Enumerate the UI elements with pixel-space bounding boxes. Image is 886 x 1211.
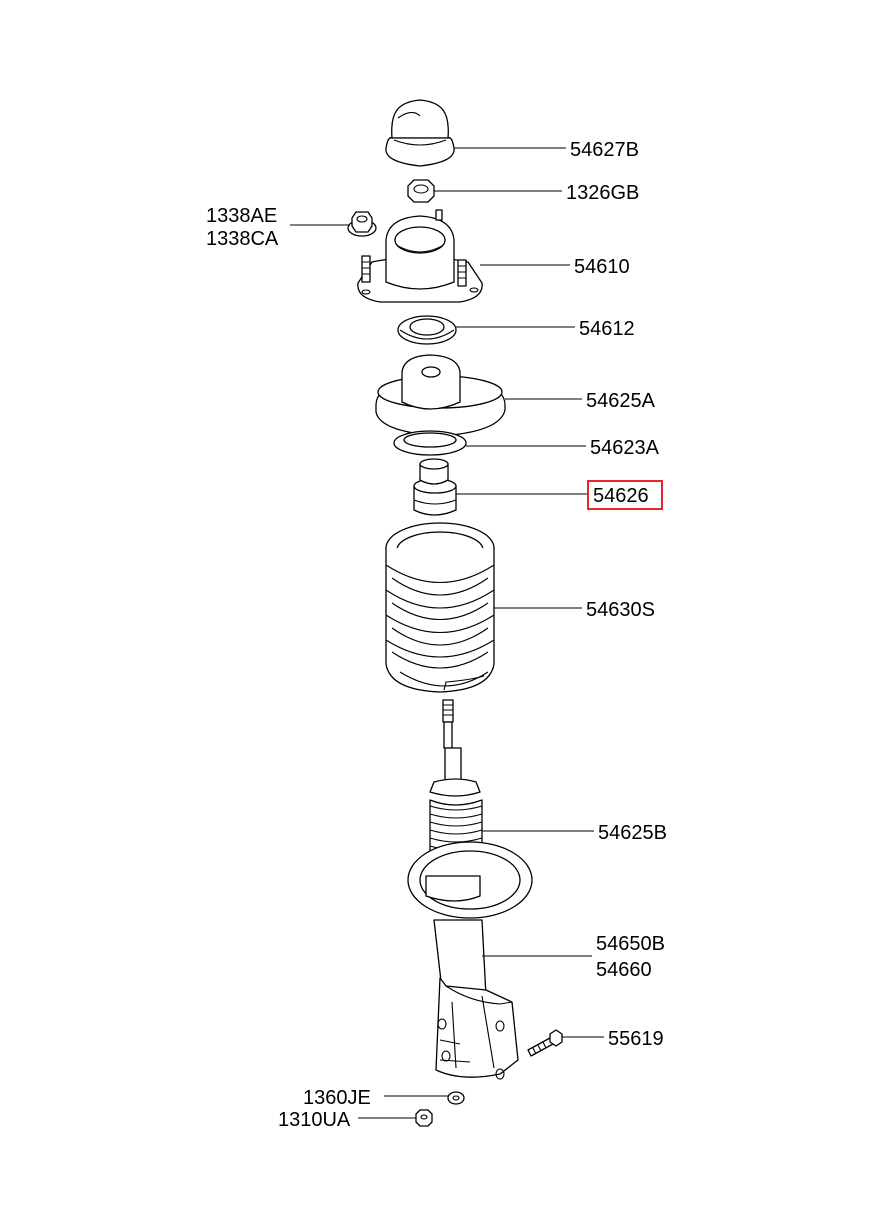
washer-part[interactable] (447, 1091, 465, 1105)
strut-mount-part[interactable] (357, 209, 483, 303)
spring-pad-part[interactable] (393, 430, 467, 456)
bump-stopper-part[interactable] (413, 458, 457, 516)
label-54610[interactable]: 54610 (574, 256, 630, 278)
label-54625A[interactable]: 54625A (586, 390, 656, 412)
piston-rod-part[interactable] (442, 699, 462, 783)
strut-assembly-part[interactable] (407, 841, 533, 1080)
top-nut-part[interactable] (407, 179, 435, 203)
dust-cap-part[interactable] (385, 99, 455, 167)
label-1338CA[interactable]: 1338CA (206, 228, 279, 250)
part-labels: 54627B 1326GB 1338AE 1338CA 54610 54612 … (206, 139, 667, 1131)
label-1338AE[interactable]: 1338AE (206, 205, 277, 227)
label-54625B[interactable]: 54625B (598, 822, 667, 844)
label-54650B[interactable]: 54650B (596, 933, 665, 955)
bolt-part[interactable] (527, 1029, 563, 1057)
highlight-box (587, 480, 663, 510)
label-55619[interactable]: 55619 (608, 1028, 664, 1050)
leader-lines (290, 147, 604, 1119)
label-54627B[interactable]: 54627B (570, 139, 639, 161)
spring-upper-seat-part[interactable] (375, 354, 506, 437)
lower-nut-part[interactable] (415, 1109, 433, 1127)
label-54612[interactable]: 54612 (579, 318, 635, 340)
label-1310UA[interactable]: 1310UA (278, 1109, 351, 1131)
label-1326GB[interactable]: 1326GB (566, 182, 639, 204)
bearing-part[interactable] (397, 315, 457, 345)
label-54626[interactable]: 54626 (593, 485, 649, 507)
label-1360JE[interactable]: 1360JE (303, 1087, 371, 1109)
coil-spring-part[interactable] (385, 522, 495, 693)
label-54630S[interactable]: 54630S (586, 599, 655, 621)
label-54623A[interactable]: 54623A (590, 437, 660, 459)
flange-nut-part[interactable] (347, 211, 377, 237)
label-54660[interactable]: 54660 (596, 959, 652, 981)
